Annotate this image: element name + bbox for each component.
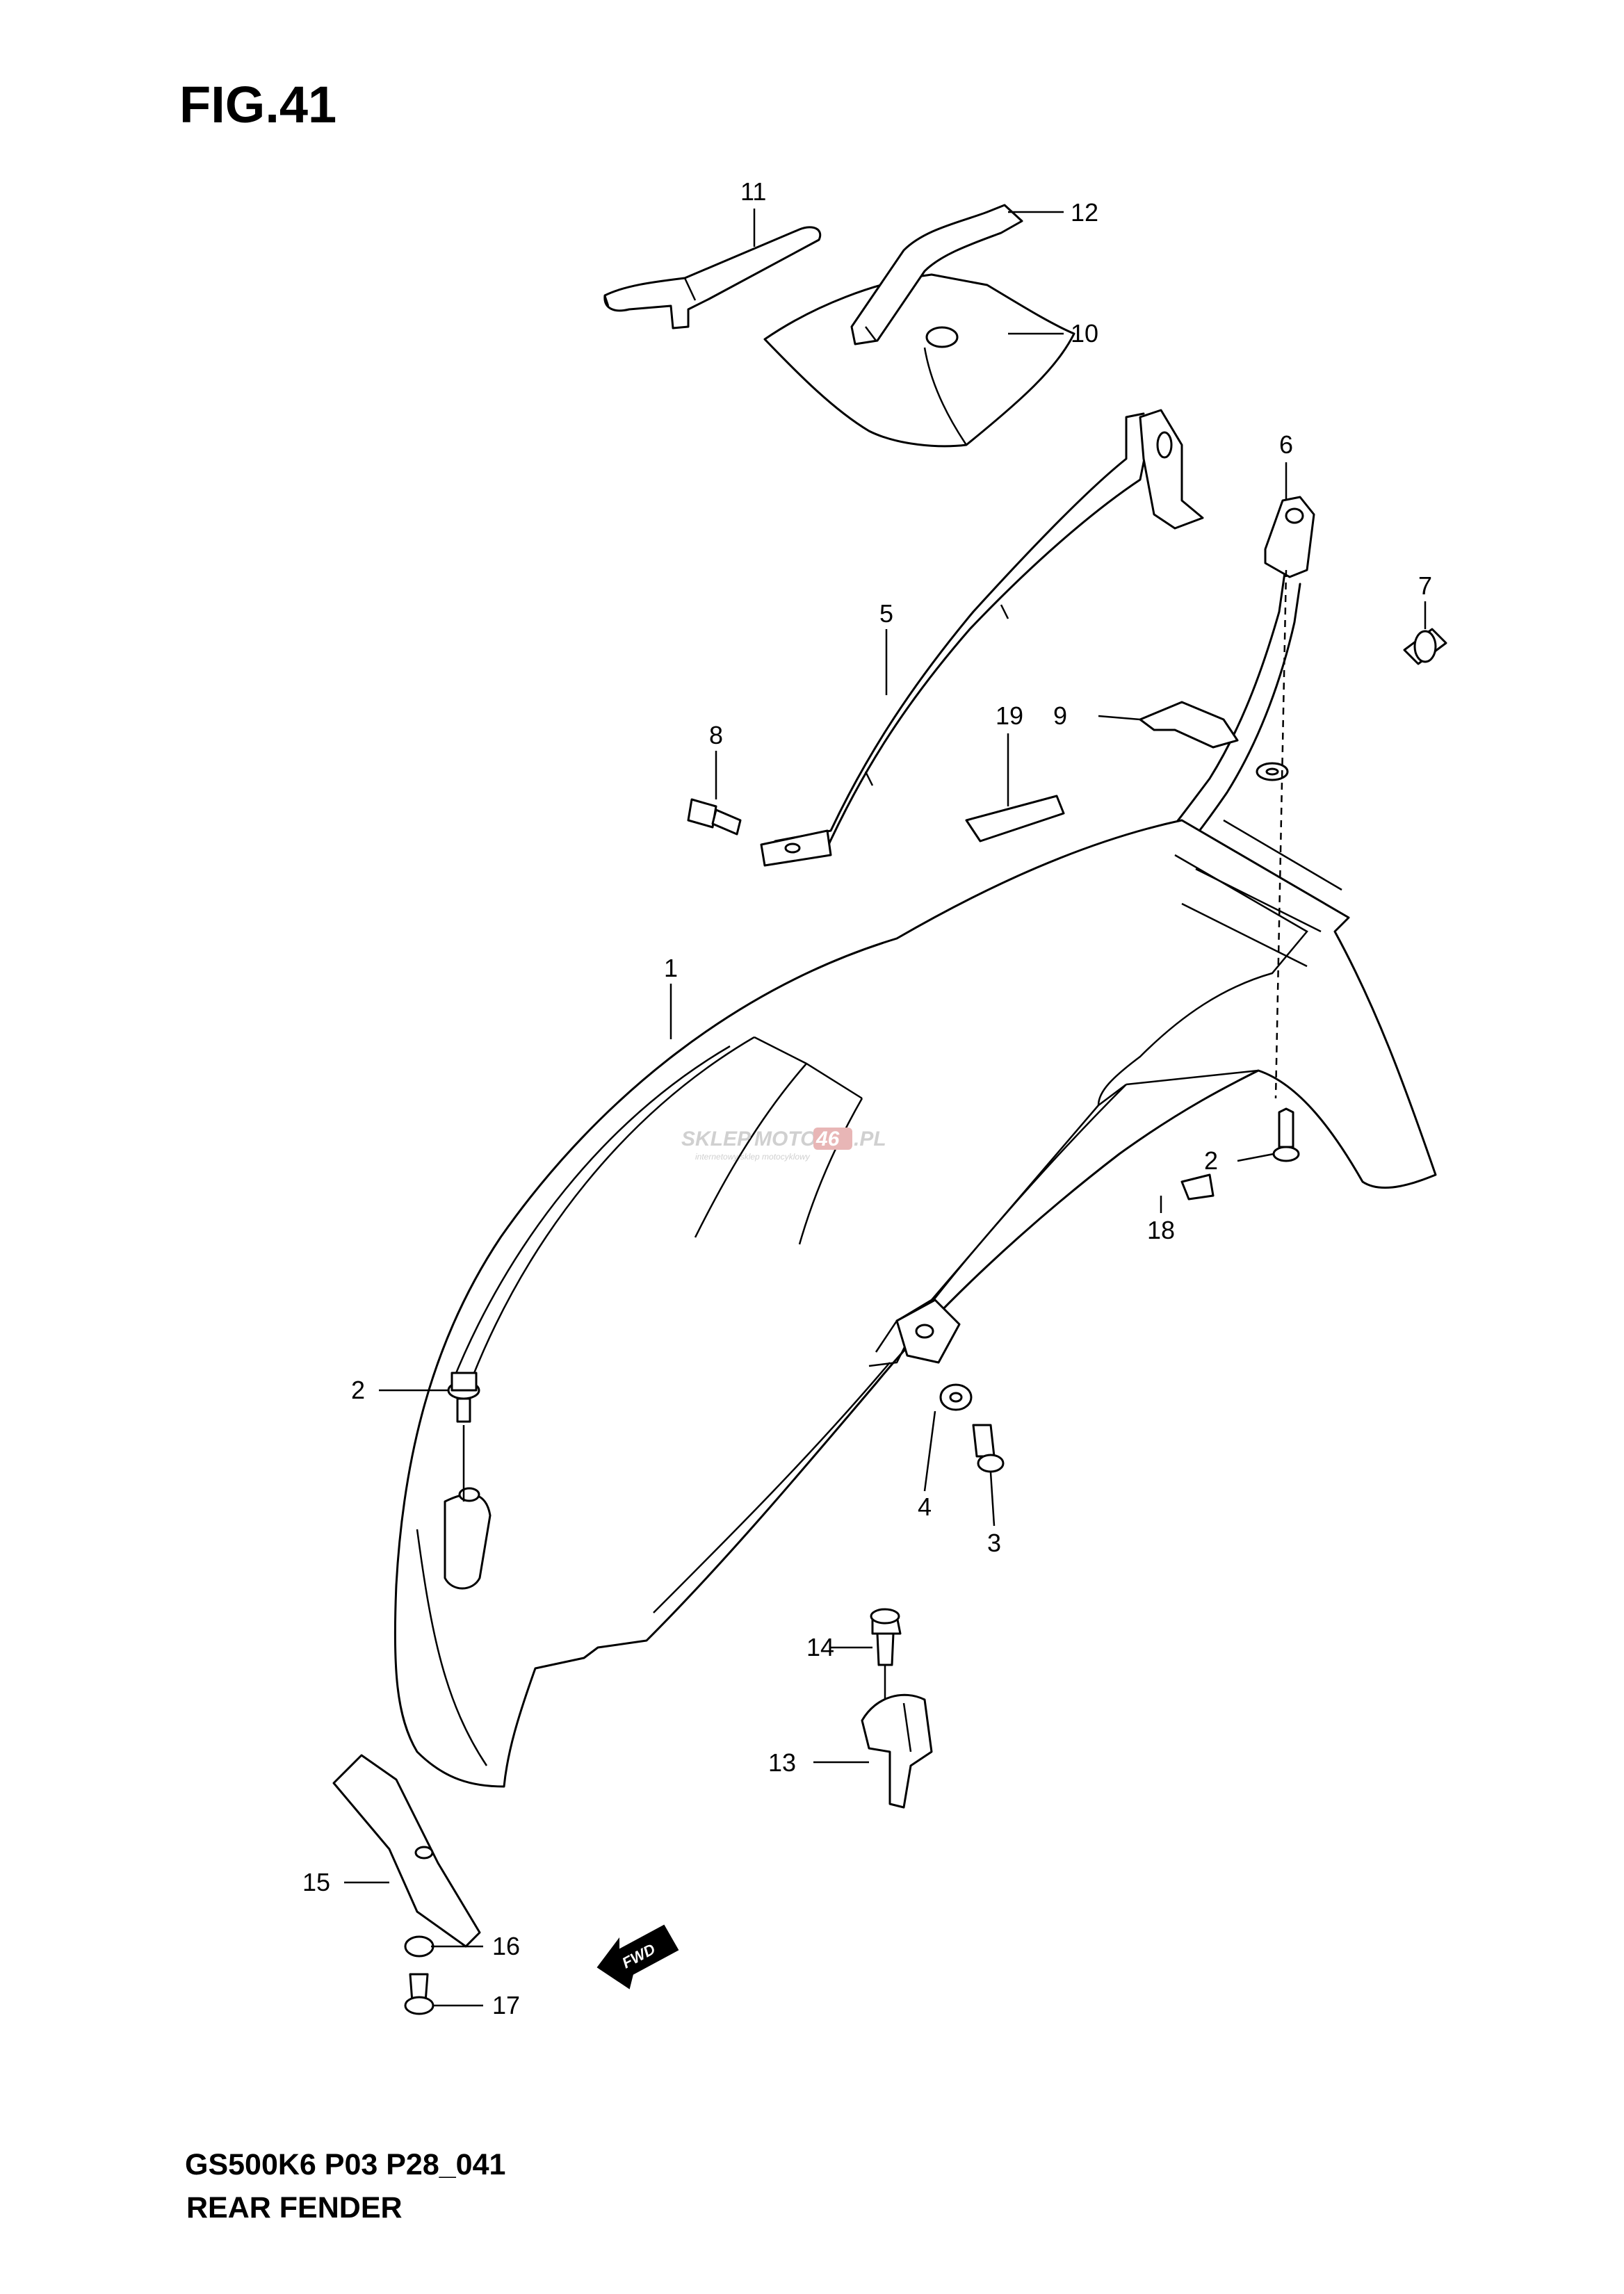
leader-lines [344,209,1427,2007]
callout-5: 5 [879,599,893,628]
callout-3: 3 [987,1529,1001,1557]
svg-text:46: 46 [815,1128,840,1150]
svg-text:.PL: .PL [854,1128,886,1150]
part-13-clamp [861,1693,933,1809]
callout-19: 19 [996,701,1023,730]
callout-6: 6 [1279,430,1293,459]
callout-17: 17 [492,1991,520,2019]
part-15-stay [332,1754,481,1948]
svg-text:SKLEP: SKLEP [681,1128,752,1150]
svg-text:MOTO: MOTO [754,1128,816,1150]
callout-8: 8 [709,721,723,749]
part-5-rail [760,409,1204,867]
model-code: GS500K6 P03 P28_041 [185,2148,506,2181]
callout-12: 12 [1071,198,1098,227]
callout-11: 11 [740,177,766,206]
svg-text:internetowy sklep motocyklowy: internetowy sklep motocyklowy [695,1152,811,1162]
part-7-bolt [1403,628,1447,665]
part-14-bolt [870,1608,902,1666]
guide-line-6 [1274,569,1288,1099]
part-1-fender [393,819,1437,1788]
part-8-bolt [687,798,742,836]
part-4-nut [939,1383,973,1411]
part-12-strap [850,204,1023,345]
callout-2-lower: 2 [351,1376,365,1404]
callout-7: 7 [1418,571,1432,600]
callout-1: 1 [664,954,678,982]
callout-labels: 1 2 2 3 4 5 6 7 8 9 10 11 12 13 14 15 16… [302,177,1432,2019]
fwd-direction-arrow: FWD [596,1924,679,1990]
callout-10: 10 [1071,319,1098,348]
callout-2-upper: 2 [1204,1146,1218,1175]
callout-14: 14 [806,1633,834,1661]
part-19-pad [965,795,1065,843]
part-10-tray [763,273,1075,448]
watermark: SKLEP MOTO 46 .PL internetowy sklep moto… [681,1128,886,1162]
callout-15: 15 [302,1868,330,1896]
callout-13: 13 [768,1748,796,1777]
part-17-screw [404,1973,435,2015]
figure-title: FIG.41 [179,76,337,133]
callout-4: 4 [918,1492,932,1521]
part-9-bracket [1139,701,1289,781]
part-2-bolt-upper [1272,1107,1300,1162]
part-16-nut [404,1935,435,1958]
callout-16: 16 [492,1932,520,1960]
part-3-screw [972,1424,1005,1473]
section-name: REAR FENDER [186,2191,403,2224]
callout-18: 18 [1147,1216,1175,1244]
callout-9: 9 [1053,701,1067,730]
part-11-holder [603,226,822,330]
